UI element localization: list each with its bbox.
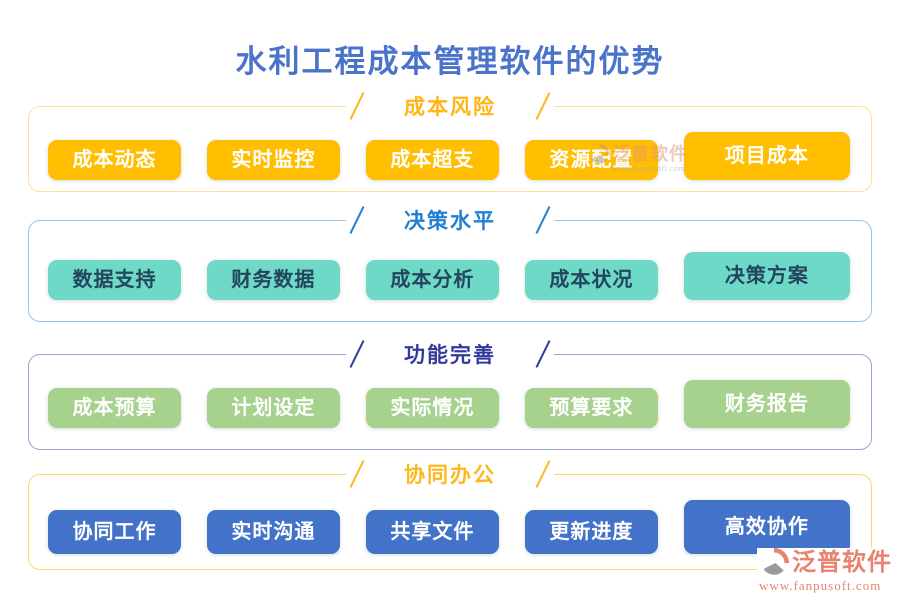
feature-pill: 成本动态 (48, 140, 181, 180)
slash-mark-right (535, 206, 551, 234)
section-heading-label: 决策水平 (404, 209, 496, 233)
feature-pill: 实际情况 (365, 388, 499, 428)
feature-pill: 共享文件 (365, 510, 499, 554)
slash-mark-left (349, 92, 365, 120)
slash-mark-left (349, 340, 365, 368)
feature-pill: 成本超支 (365, 140, 499, 180)
feature-pill: 协同工作 (48, 510, 181, 554)
section-cost-risk: 成本风险 成本动态 实时监控 成本超支 资源配置 项目成本 泛普软件 www.f… (28, 92, 872, 192)
feature-pill: 财务数据 (206, 260, 340, 300)
feature-pill: 数据支持 (48, 260, 181, 300)
section-heading-label: 协同办公 (404, 463, 496, 487)
feature-pill: 实时监控 (206, 140, 340, 180)
feature-pill: 成本预算 (48, 388, 181, 428)
feature-pill: 实时沟通 (206, 510, 340, 554)
feature-pill: 项目成本 (683, 132, 850, 180)
pill-row: 成本动态 实时监控 成本超支 资源配置 项目成本 (48, 132, 850, 180)
section-heading: 成本风险 (346, 92, 554, 120)
section-heading: 协同办公 (346, 460, 554, 488)
feature-pill: 更新进度 (524, 510, 658, 554)
feature-pill: 成本分析 (365, 260, 499, 300)
page-title: 水利工程成本管理软件的优势 (235, 44, 665, 79)
fanpu-logo-icon (763, 548, 789, 575)
feature-pill: 高效协作 (683, 500, 850, 554)
section-collaborative-office: 协同办公 协同工作 实时沟通 共享文件 更新进度 高效协作 (28, 460, 872, 570)
slash-mark-left (349, 206, 365, 234)
brand-name: 泛普软件 (792, 550, 892, 576)
feature-pill: 决策方案 (683, 252, 850, 300)
section-decision-level: 决策水平 数据支持 财务数据 成本分析 成本状况 决策方案 (28, 206, 872, 322)
feature-pill: 预算要求 (524, 388, 658, 428)
brand-logo: 泛普软件 www.fanpusoft.com (757, 548, 892, 594)
slash-mark-left (349, 460, 365, 488)
section-heading: 功能完善 (346, 340, 554, 368)
feature-pill: 计划设定 (206, 388, 340, 428)
slash-mark-right (535, 92, 551, 120)
section-heading-label: 成本风险 (404, 95, 496, 119)
slash-mark-right (535, 460, 551, 488)
section-complete-functions: 功能完善 成本预算 计划设定 实际情况 预算要求 财务报告 (28, 340, 872, 450)
pill-row: 成本预算 计划设定 实际情况 预算要求 财务报告 (48, 380, 850, 428)
pill-row: 数据支持 财务数据 成本分析 成本状况 决策方案 (48, 252, 850, 300)
section-heading: 决策水平 (346, 206, 554, 234)
feature-pill: 成本状况 (524, 260, 658, 300)
feature-pill: 财务报告 (683, 380, 850, 428)
brand-url: www.fanpusoft.com (759, 578, 882, 593)
feature-pill: 资源配置 (524, 140, 658, 180)
slash-mark-right (535, 340, 551, 368)
pill-row: 协同工作 实时沟通 共享文件 更新进度 高效协作 (48, 500, 850, 554)
section-heading-label: 功能完善 (404, 343, 496, 367)
